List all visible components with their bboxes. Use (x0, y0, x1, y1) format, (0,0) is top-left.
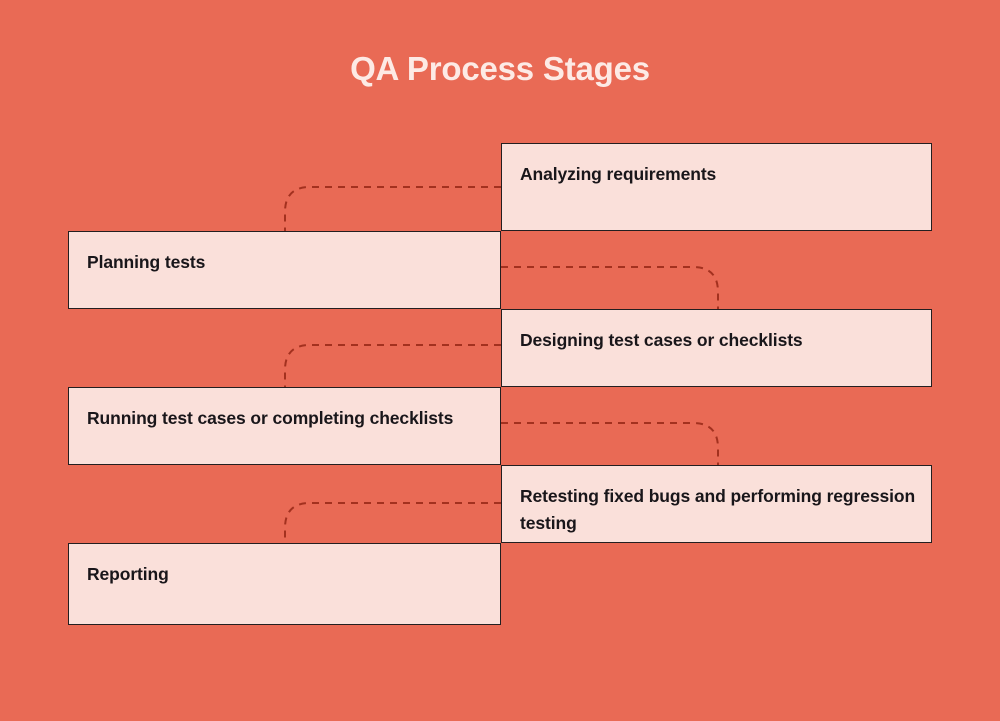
connector-running-test-cases-to-retesting-fixed-bugs (501, 422, 719, 466)
stage-box-retesting-fixed-bugs[interactable]: Retesting fixed bugs and performing regr… (501, 465, 932, 543)
stage-label: Running test cases or completing checkli… (87, 408, 454, 428)
connector-retesting-fixed-bugs-to-reporting (284, 502, 501, 546)
stage-label: Retesting fixed bugs and performing regr… (520, 486, 916, 534)
stage-label: Analyzing requirements (520, 164, 717, 184)
stage-label: Planning tests (87, 252, 206, 272)
page-title: QA Process Stages (350, 50, 650, 87)
stage-label: Designing test cases or checklists (520, 330, 803, 350)
stage-box-designing-test-cases[interactable]: Designing test cases or checklists (501, 309, 932, 387)
stage-box-reporting[interactable]: Reporting (68, 543, 501, 625)
connector-analyzing-requirements-to-planning-tests (284, 186, 501, 232)
connector-designing-test-cases-to-running-test-cases (284, 344, 501, 388)
stage-box-planning-tests[interactable]: Planning tests (68, 231, 501, 309)
stage-box-running-test-cases[interactable]: Running test cases or completing checkli… (68, 387, 501, 465)
stage-box-analyzing-requirements[interactable]: Analyzing requirements (501, 143, 932, 231)
stage-label: Reporting (87, 564, 169, 584)
connector-planning-tests-to-designing-test-cases (501, 266, 719, 310)
